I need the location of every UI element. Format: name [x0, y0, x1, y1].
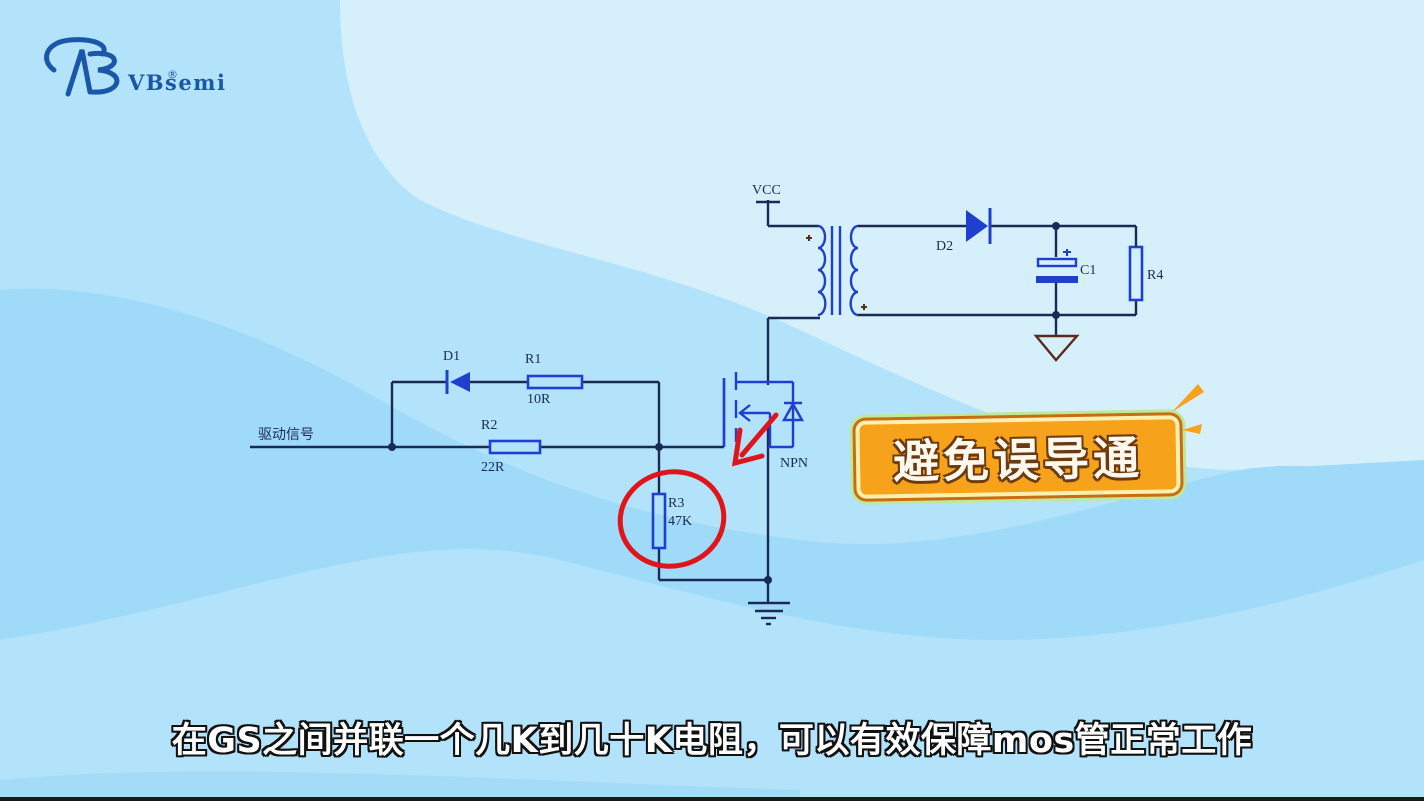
mosfet-type-label: NPN [780, 456, 809, 471]
subtitle-caption: 在GS之间并联一个几K到几十K电阻，可以有效保障mos管正常工作 [171, 721, 1253, 761]
brand-name: VBsemi [128, 70, 227, 95]
r1-value: 10R [527, 392, 551, 407]
resistor-r2 [488, 439, 542, 455]
vcc-label: VCC [752, 183, 781, 198]
capacitor-c1 [1036, 249, 1078, 283]
callout-badge: 避免误导通 [855, 415, 1181, 499]
input-signal-label: 驱动信号 [258, 427, 314, 443]
c1-label: C1 [1080, 263, 1097, 278]
r3-label: R3 [668, 496, 685, 511]
callout-text: 避免误导通 [892, 430, 1144, 490]
arrow-head [731, 427, 765, 467]
r1-label: R1 [525, 352, 542, 367]
bottom-border [0, 797, 1424, 801]
registered-mark: ® [167, 68, 178, 81]
arrow-shaft [739, 412, 779, 458]
resistor-r4 [1128, 245, 1144, 302]
vbsemi-logo-mark-icon [44, 37, 120, 97]
mosfet [722, 372, 805, 449]
r2-value: 22R [481, 460, 505, 475]
resistor-r3 [651, 492, 667, 550]
vbsemi-logo: ® VBsemi [40, 32, 260, 102]
highlight-annotations [617, 412, 779, 569]
sparkle-icon [1172, 384, 1204, 434]
r2-label: R2 [481, 418, 498, 433]
r3-value: 47K [668, 514, 693, 529]
ground-icon [748, 601, 790, 626]
d2-label: D2 [936, 239, 954, 254]
transformer [817, 224, 859, 317]
diode-d2 [966, 208, 992, 244]
d1-label: D1 [443, 349, 461, 364]
diode-d1 [445, 370, 470, 394]
r3-highlight-circle [617, 469, 727, 569]
resistor-r1 [526, 374, 584, 390]
ground-triangle-icon [1033, 334, 1080, 362]
r4-label: R4 [1147, 268, 1164, 283]
